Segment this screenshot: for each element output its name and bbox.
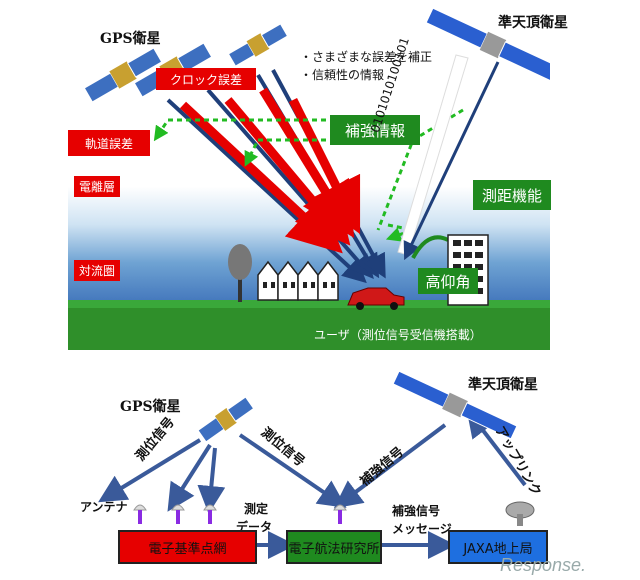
node-geonet: 電子基準点網 xyxy=(118,530,257,564)
ionosphere-label: 電離層 xyxy=(74,176,121,197)
tree xyxy=(228,244,252,302)
antenna-label: アンテナ xyxy=(80,500,128,514)
top-scene xyxy=(68,7,550,350)
bottom-arrows xyxy=(98,408,527,559)
gps-label-bottom: GPS衛星 xyxy=(120,399,181,415)
ground xyxy=(68,300,550,350)
ground-station-dish-icon xyxy=(505,501,535,526)
bottom-scene xyxy=(98,370,535,559)
user-label: ユーザ（測位信号受信機搭載） xyxy=(314,328,482,342)
top-diagram: GPS衛星 準天頂衛星 ・さまざまな誤差を補正 ・信頼性の情報 クロック誤差 軌… xyxy=(68,0,568,350)
node-enri: 電子航法研究所 xyxy=(286,530,382,564)
ranging-function-label: 測距機能 xyxy=(473,180,551,210)
bullet-reliability: ・信頼性の情報 xyxy=(300,68,385,82)
bottom-qzs-satellite-icon xyxy=(392,370,518,440)
error-arrows xyxy=(179,87,361,254)
node-jaxa: JAXA地上局 xyxy=(448,530,548,564)
troposphere-label: 対流圏 xyxy=(74,260,121,281)
clock-error-label: クロック誤差 xyxy=(156,68,256,90)
augmentation-info-label: 補強情報 xyxy=(330,115,420,145)
qzs-label-bottom: 準天頂衛星 xyxy=(468,377,538,393)
augmentation-msg-label-2: メッセージ xyxy=(392,522,452,536)
qzs-satellite-icon xyxy=(425,7,550,83)
bullet-error-correction: ・さまざまな誤差を補正 xyxy=(300,50,433,64)
orbit-error-label: 軌道誤差 xyxy=(68,130,150,156)
elevation-angle-label: 高仰角 xyxy=(418,268,478,294)
bottom-diagram: GPS衛星 準天頂衛星 測位信号 測位信号 補強信号 アップリンク アンテナ 測… xyxy=(0,360,640,580)
car-icon xyxy=(347,287,405,310)
qzs-label-top: 準天頂衛星 xyxy=(498,15,568,31)
augmentation-msg-label-1: 補強信号 xyxy=(392,504,441,518)
elevation-arc xyxy=(411,235,449,259)
bottom-gps-satellite-icon xyxy=(197,396,255,443)
gps-label-top: GPS衛星 xyxy=(100,31,161,47)
antenna-icons xyxy=(133,504,347,524)
watermark: Response. xyxy=(500,555,587,575)
houses xyxy=(257,260,339,301)
measurement-label: 測定 xyxy=(244,502,269,516)
